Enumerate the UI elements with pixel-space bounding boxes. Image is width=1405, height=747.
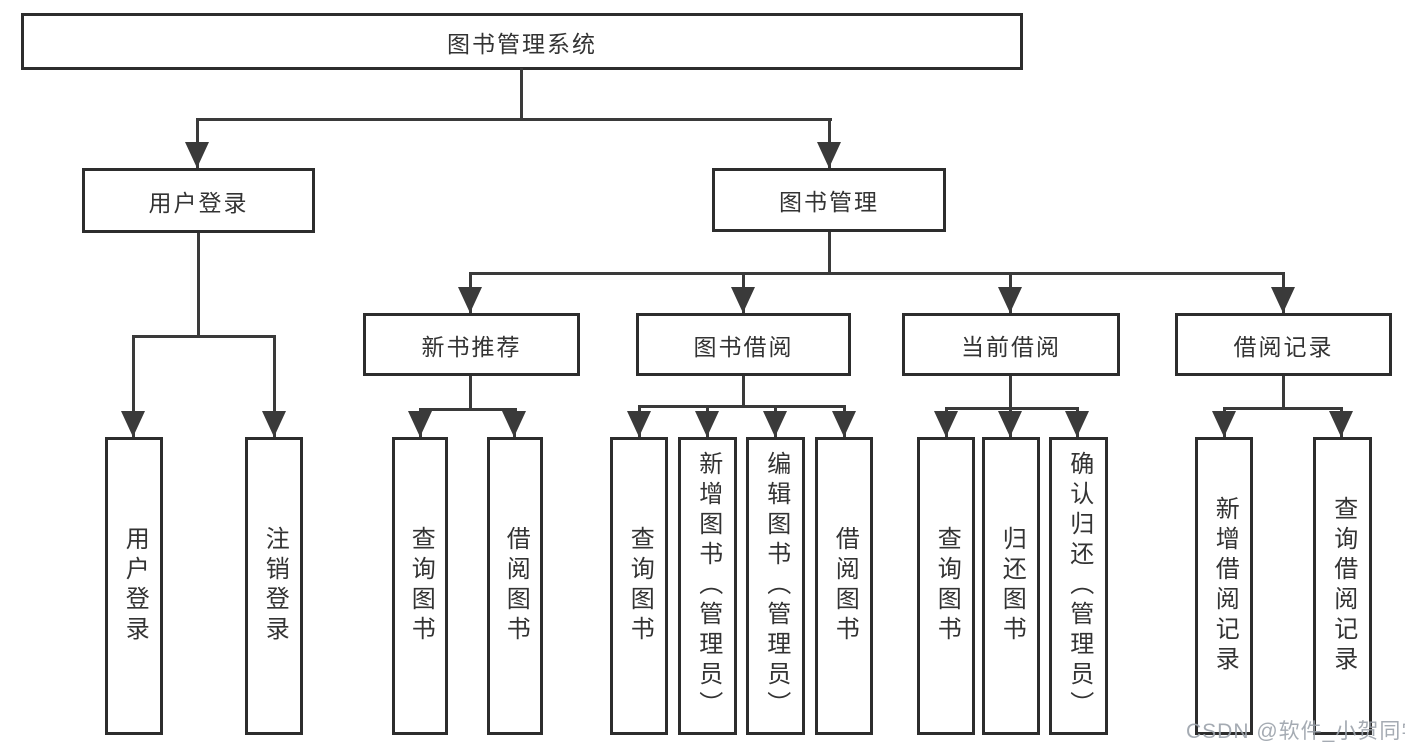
leaf-logout-label: 注销登录 bbox=[261, 526, 289, 646]
arrow-down bbox=[832, 411, 856, 437]
arrow-down bbox=[998, 287, 1022, 313]
leaf-edit-books-admin-label: 编辑图书（管理员） bbox=[762, 451, 790, 721]
node-book-borrowing: 图书借阅 bbox=[636, 313, 851, 376]
arrow-down bbox=[1329, 411, 1353, 437]
edge-root-stub bbox=[520, 68, 523, 120]
leaf-confirm-return-admin: 确认归还（管理员） bbox=[1049, 437, 1108, 735]
leaf-confirm-return-admin-label: 确认归还（管理员） bbox=[1065, 451, 1093, 721]
edge-stem bbox=[273, 335, 276, 437]
edge-records-stub bbox=[1282, 376, 1285, 409]
leaf-user-login: 用户登录 bbox=[105, 437, 163, 735]
arrow-down bbox=[998, 411, 1022, 437]
arrow-down bbox=[817, 142, 841, 168]
edge-recommend-stub bbox=[469, 376, 472, 410]
leaf-add-books-admin: 新增图书（管理员） bbox=[678, 437, 737, 735]
arrow-down bbox=[185, 142, 209, 168]
leaf-query-borrow-record-label: 查询借阅记录 bbox=[1329, 496, 1357, 676]
arrow-down bbox=[1212, 411, 1236, 437]
arrow-down bbox=[121, 411, 145, 437]
arrow-down bbox=[1065, 411, 1089, 437]
leaf-query-books-current-label: 查询图书 bbox=[933, 526, 961, 646]
node-book-management: 图书管理 bbox=[712, 168, 946, 232]
edge-records-branch bbox=[1223, 407, 1343, 410]
node-new-book-recommendation-label: 新书推荐 bbox=[421, 333, 522, 360]
leaf-logout: 注销登录 bbox=[245, 437, 303, 735]
arrow-down bbox=[763, 411, 787, 437]
leaf-borrow-books-recommend: 借阅图书 bbox=[487, 437, 543, 735]
node-current-borrowing-label: 当前借阅 bbox=[961, 333, 1061, 360]
leaf-add-borrow-record: 新增借阅记录 bbox=[1195, 437, 1253, 735]
arrow-down bbox=[408, 411, 432, 437]
node-user-login-label: 用户登录 bbox=[148, 189, 249, 216]
node-user-login: 用户登录 bbox=[82, 168, 315, 233]
arrow-down bbox=[262, 411, 286, 437]
leaf-borrow-books-borrowing-label: 借阅图书 bbox=[831, 526, 859, 646]
node-new-book-recommendation: 新书推荐 bbox=[363, 313, 580, 376]
node-book-management-label: 图书管理 bbox=[779, 189, 879, 215]
arrow-down bbox=[934, 411, 958, 437]
leaf-query-books-borrowing-label: 查询图书 bbox=[626, 526, 654, 646]
leaf-add-borrow-record-label: 新增借阅记录 bbox=[1211, 496, 1239, 676]
arrow-down bbox=[502, 411, 526, 437]
edge-borrowing-stub bbox=[742, 376, 745, 407]
edge-current-stub bbox=[1009, 376, 1012, 409]
node-book-borrowing-label: 图书借阅 bbox=[693, 333, 794, 360]
leaf-query-books-recommend: 查询图书 bbox=[392, 437, 448, 735]
node-borrowing-records-label: 借阅记录 bbox=[1233, 333, 1334, 360]
leaf-return-books: 归还图书 bbox=[982, 437, 1040, 735]
leaf-return-books-label: 归还图书 bbox=[998, 526, 1026, 646]
edge-current-branch bbox=[945, 407, 1079, 410]
leaf-add-books-admin-label: 新增图书（管理员） bbox=[694, 451, 722, 721]
arrow-down bbox=[695, 411, 719, 437]
node-current-borrowing: 当前借阅 bbox=[902, 313, 1120, 376]
edge-borrowing-branch bbox=[638, 405, 846, 408]
arrow-down bbox=[627, 411, 651, 437]
edge-root-branch bbox=[196, 118, 832, 121]
edge-stem bbox=[132, 335, 135, 437]
leaf-user-login-label: 用户登录 bbox=[121, 526, 149, 646]
node-borrowing-records: 借阅记录 bbox=[1175, 313, 1392, 376]
leaf-query-books-borrowing: 查询图书 bbox=[610, 437, 668, 735]
leaf-query-borrow-record: 查询借阅记录 bbox=[1313, 437, 1372, 735]
edge-user-login-stub bbox=[197, 233, 200, 337]
edge-recommend-branch bbox=[419, 408, 517, 411]
leaf-query-books-current: 查询图书 bbox=[917, 437, 975, 735]
watermark: CSDN @软件_小贺同学 bbox=[1186, 720, 1405, 743]
arrow-down bbox=[458, 287, 482, 313]
node-root-label: 图书管理系统 bbox=[447, 30, 597, 57]
leaf-query-books-recommend-label: 查询图书 bbox=[407, 526, 435, 646]
leaf-edit-books-admin: 编辑图书（管理员） bbox=[746, 437, 805, 735]
edge-book-mgmt-stub bbox=[828, 232, 831, 274]
node-root: 图书管理系统 bbox=[21, 13, 1023, 70]
leaf-borrow-books-recommend-label: 借阅图书 bbox=[502, 526, 530, 646]
arrow-down bbox=[1271, 287, 1295, 313]
leaf-borrow-books-borrowing: 借阅图书 bbox=[815, 437, 873, 735]
edge-user-login-branch bbox=[132, 335, 276, 338]
edge-book-mgmt-branch bbox=[469, 272, 1285, 275]
arrow-down bbox=[731, 287, 755, 313]
